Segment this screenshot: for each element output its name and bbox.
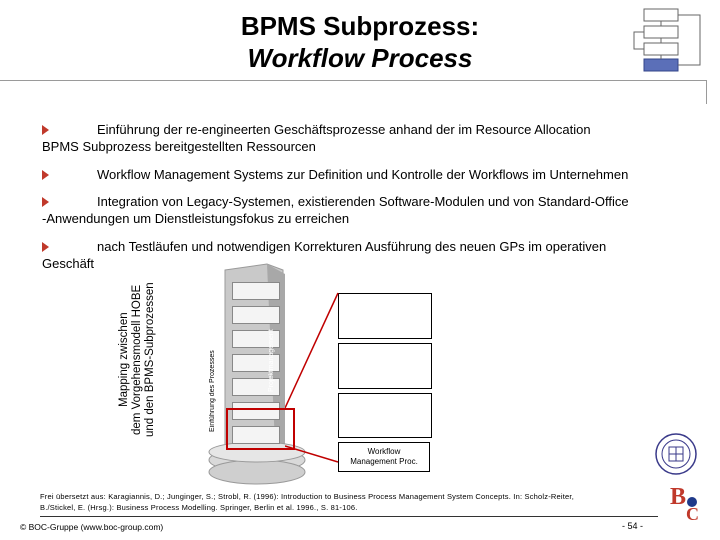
university-seal-icon	[654, 432, 698, 476]
title-line-2: Workflow Process	[170, 42, 550, 74]
side-label-projekt: Projektmanagement	[268, 292, 275, 392]
bullet-1: Einführung der re-engineerten Geschäftsp…	[42, 121, 682, 155]
bullet-1-cont: BPMS Subprozess bereitgestellten Ressour…	[42, 139, 316, 154]
mapping-label-line-2: dem Vorgehensmodell HOBE	[131, 272, 144, 448]
red-triangle-bullet-icon	[42, 197, 49, 207]
bullet-4-cont: Geschäft	[42, 256, 94, 271]
red-triangle-bullet-icon	[42, 170, 49, 180]
boc-logo-icon: B C	[668, 480, 708, 524]
footnote-line-2: B./Stickel, E. (Hrsg.): Business Process…	[40, 502, 665, 513]
title-line-1: BPMS Subprozess:	[170, 10, 550, 42]
workflow-box-line-2: Management Proc.	[339, 457, 429, 467]
header-divider	[0, 80, 706, 81]
footnote: Frei übersetzt aus: Karagiannis, D.; Jun…	[40, 491, 665, 513]
red-triangle-bullet-icon	[42, 242, 49, 252]
connector-lines	[285, 288, 345, 468]
svg-text:C: C	[686, 504, 699, 524]
footer-divider	[40, 516, 658, 517]
process-overview-thumbnail	[628, 6, 708, 74]
mapping-label: Mapping zwischen dem Vorgehensmodell HOB…	[118, 272, 162, 448]
mapping-label-line-1: Mapping zwischen	[118, 272, 131, 448]
page-title: BPMS Subprozess: Workflow Process	[170, 10, 550, 74]
subprocess-box-3	[338, 393, 432, 438]
bullet-4-text: nach Testläufen und notwendigen Korrektu…	[97, 239, 606, 254]
bullet-4: nach Testläufen und notwendigen Korrektu…	[42, 238, 702, 272]
bullet-3-cont: -Anwendungen um Dienstleistungsfokus zu …	[42, 211, 349, 226]
red-triangle-bullet-icon	[42, 125, 49, 135]
bullet-3: Integration von Legacy-Systemen, existie…	[42, 193, 702, 227]
workflow-management-box: Workflow Management Proc.	[338, 442, 430, 472]
copyright-text: © BOC-Gruppe (www.boc-group.com)	[20, 522, 163, 532]
bullet-1-text: Einführung der re-engineerten Geschäftsp…	[97, 122, 591, 137]
workflow-box-line-1: Workflow	[339, 447, 429, 457]
footnote-line-1: Frei übersetzt aus: Karagiannis, D.; Jun…	[40, 491, 665, 502]
page-number: - 54 -	[622, 521, 643, 531]
subprocess-box-1	[338, 293, 432, 339]
bullet-2-text: Workflow Management Systems zur Definiti…	[97, 167, 628, 182]
mapping-label-line-3: und den BPMS-Subprozessen	[144, 272, 157, 448]
header-divider-vertical	[706, 80, 707, 104]
svg-text:B: B	[670, 484, 686, 510]
bullet-3-text: Integration von Legacy-Systemen, existie…	[97, 194, 629, 209]
subprocess-box-2	[338, 343, 432, 389]
bullet-2: Workflow Management Systems zur Definiti…	[42, 166, 702, 183]
